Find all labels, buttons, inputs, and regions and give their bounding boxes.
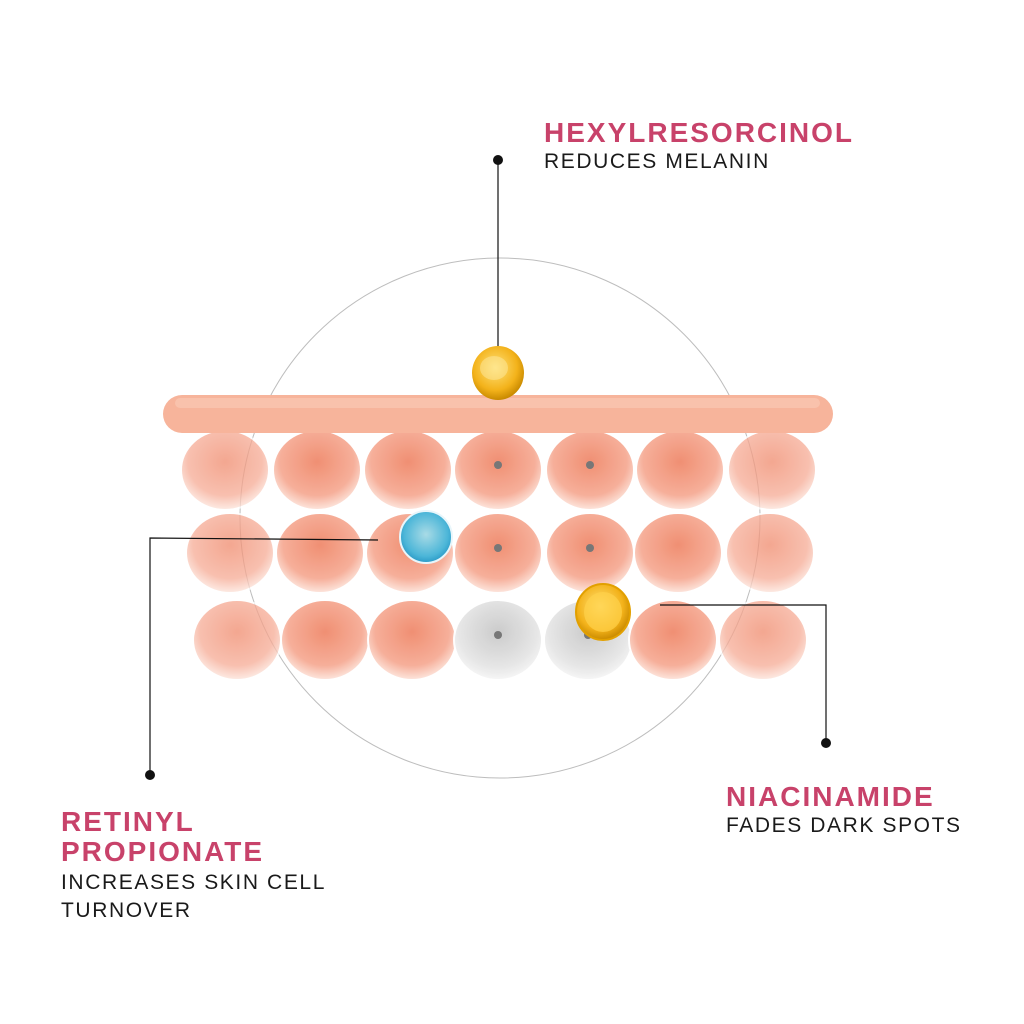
skin-cell (633, 512, 723, 594)
ingredient-title: NIACINAMIDE (726, 781, 935, 812)
skin-cell (275, 512, 365, 594)
skin-cell (280, 599, 370, 681)
citrus-molecule-icon (575, 583, 631, 641)
skin-cell (545, 429, 635, 511)
leader-dot (145, 770, 155, 780)
ingredient-subtitle: FADES DARK SPOTS (726, 814, 962, 837)
cell-nucleus (586, 544, 594, 552)
skin-cell (545, 512, 635, 594)
leader-lines (149, 160, 827, 775)
leader-dot (493, 155, 503, 165)
ingredient-subtitle: INCREASES SKIN CELL (61, 871, 326, 894)
skin-cell (727, 429, 817, 511)
skin-cell (192, 599, 282, 681)
ingredient-title: PROPIONATE (61, 836, 265, 867)
niacinamide-label: NIACINAMIDE FADES DARK SPOTS (726, 782, 962, 840)
skin-cell (272, 429, 362, 511)
skin-cells (180, 429, 817, 681)
skin-cell (453, 429, 543, 511)
hexylresorcinol-label: HEXYLRESORCINOL REDUCES MELANIN (544, 118, 854, 176)
skin-cell (628, 599, 718, 681)
skin-cell (367, 599, 457, 681)
skin-cell (453, 599, 543, 681)
skin-cell (725, 512, 815, 594)
cell-nucleus (494, 631, 502, 639)
gold-molecule-icon (472, 346, 524, 400)
ingredient-title: HEXYLRESORCINOL (544, 117, 855, 148)
retinyl-propionate-label: RETINYL PROPIONATE INCREASES SKIN CELL T… (61, 807, 326, 925)
skin-cell (635, 429, 725, 511)
ingredient-subtitle: TURNOVER (61, 899, 192, 922)
skin-cell (363, 429, 453, 511)
blue-molecule-icon (399, 510, 453, 564)
ingredient-subtitle: REDUCES MELANIN (544, 150, 770, 173)
ingredient-title: RETINYL (61, 806, 195, 837)
skin-cell (453, 512, 543, 594)
skin-cell (185, 512, 275, 594)
cell-nucleus (494, 544, 502, 552)
skin-cell (180, 429, 270, 511)
leader-dot (821, 738, 831, 748)
cell-nucleus (494, 461, 502, 469)
skin-cell (718, 599, 808, 681)
cell-nucleus (586, 461, 594, 469)
